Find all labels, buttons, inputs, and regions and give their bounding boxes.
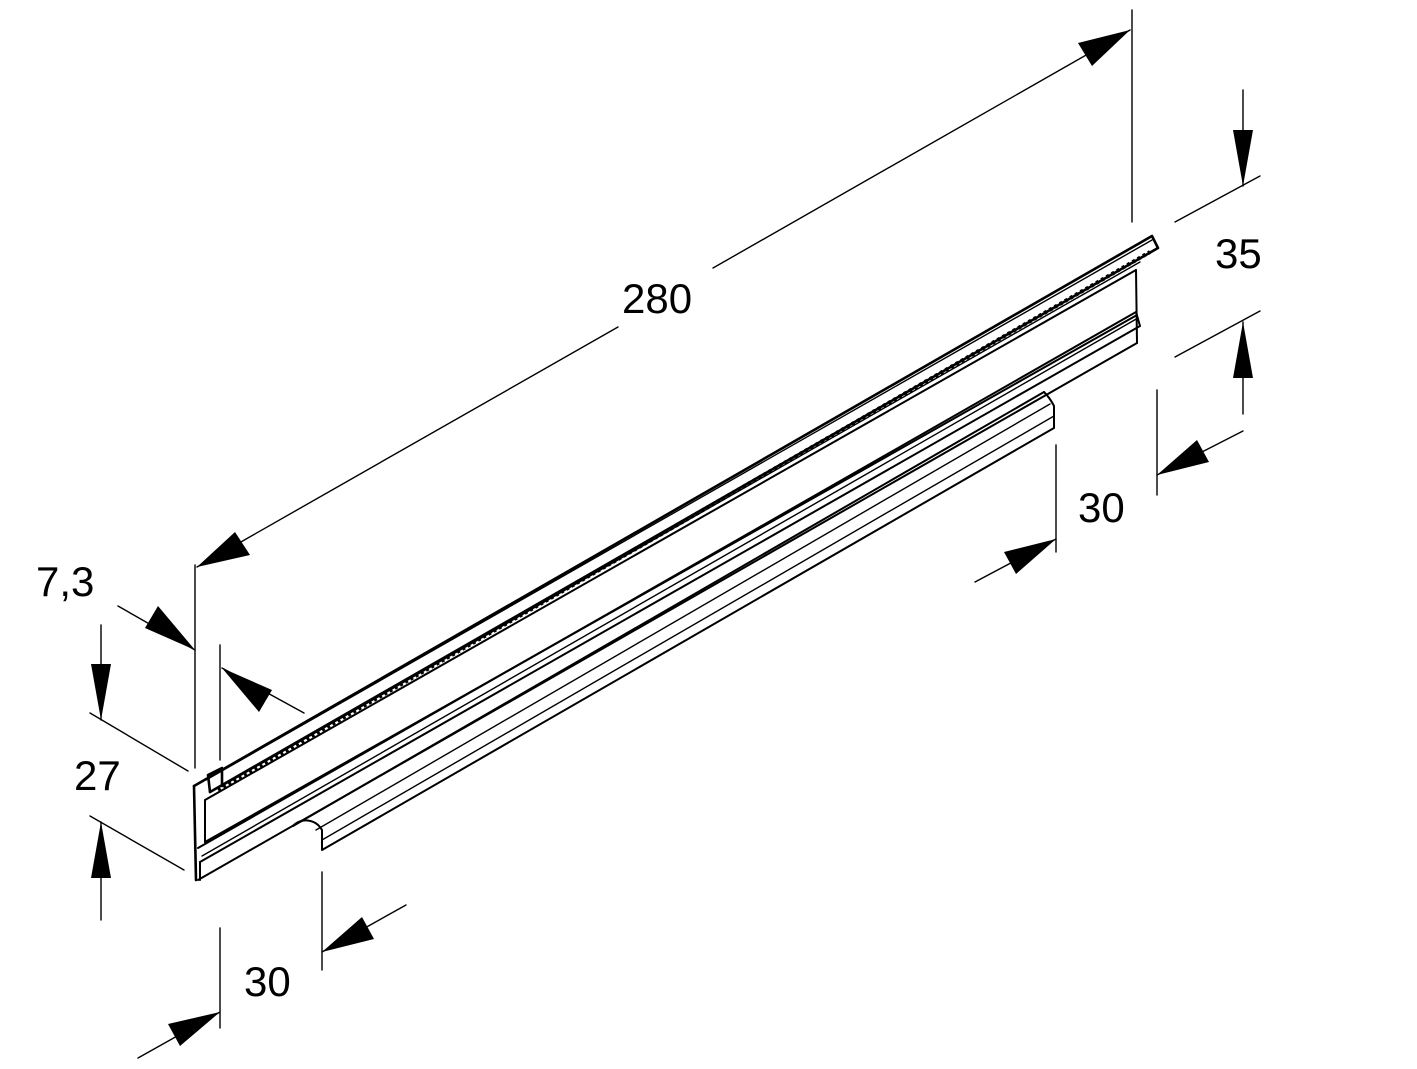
dimension-top-height: 35 (1174, 89, 1262, 415)
dim-label-280: 280 (622, 275, 692, 322)
dim-label-35: 35 (1215, 230, 1262, 277)
dim-label-30-left: 30 (244, 958, 291, 1005)
dimension-lip-depth: 7,3 (36, 558, 305, 761)
dimension-right-offset: 30 (974, 389, 1244, 583)
dimension-side-height: 27 (74, 624, 189, 921)
rail-part (192, 234, 1160, 882)
dim-label-7-3: 7,3 (36, 558, 94, 605)
dim-label-27: 27 (74, 752, 121, 799)
dimension-length: 280 (194, 9, 1133, 769)
dimension-left-offset: 30 (137, 871, 407, 1059)
dim-label-30-right: 30 (1078, 484, 1125, 531)
